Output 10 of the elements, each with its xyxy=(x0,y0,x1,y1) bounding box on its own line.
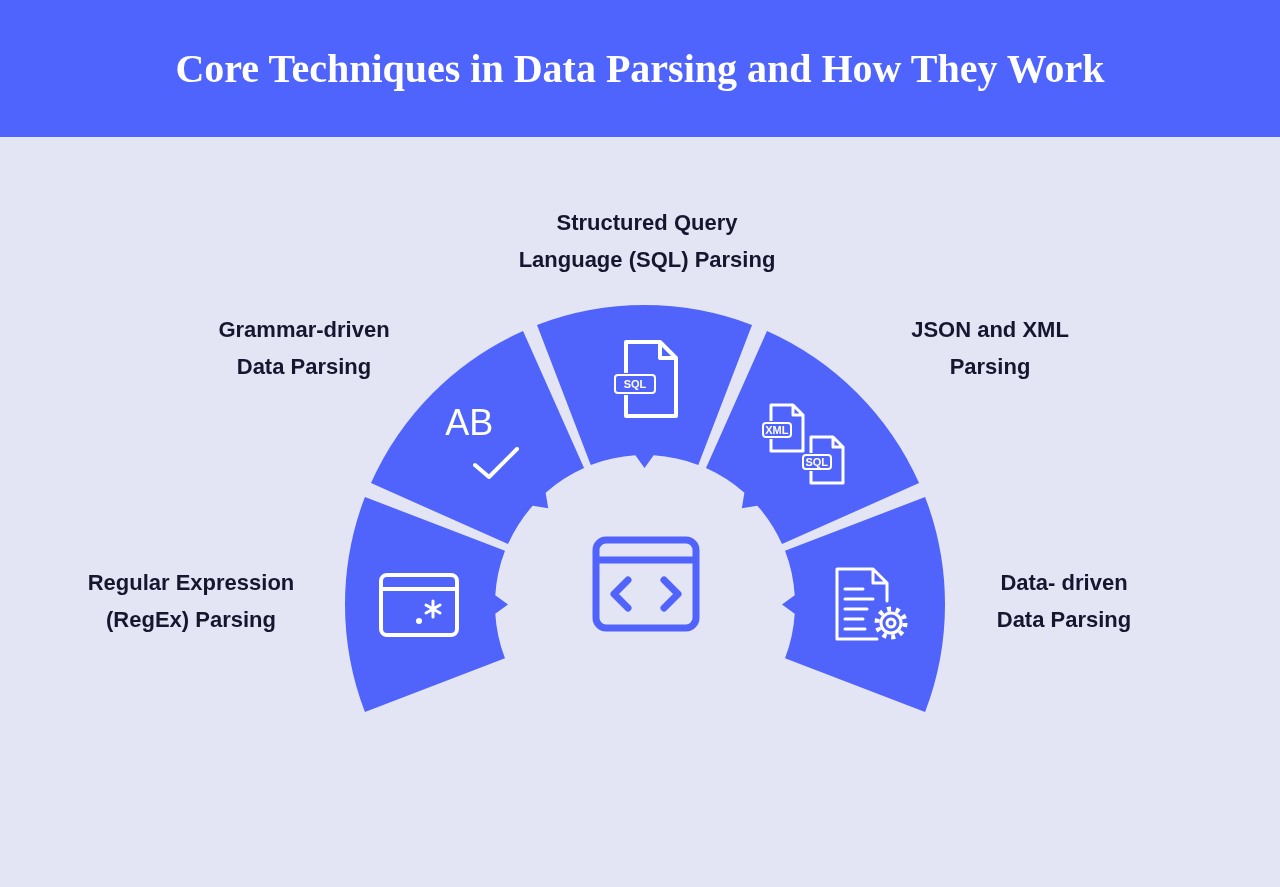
file-type-label: SQL xyxy=(614,374,656,394)
segment-heading: Data- driven Data Parsing xyxy=(995,569,1133,634)
segment-heading: Regular Expression (RegEx) Parsing xyxy=(86,569,296,634)
segment-heading: Grammar-driven Data Parsing xyxy=(217,316,391,381)
file-type-label: XML xyxy=(761,422,792,439)
segment-heading: JSON and XML Parsing xyxy=(910,316,1070,381)
segment-heading: Structured Query Language (SQL) Parsing xyxy=(517,209,777,274)
title: Core Techniques in Data Parsing and How They Work xyxy=(175,44,1105,93)
icon-text: AB xyxy=(445,405,494,442)
file-type-label: SQL xyxy=(801,454,832,471)
